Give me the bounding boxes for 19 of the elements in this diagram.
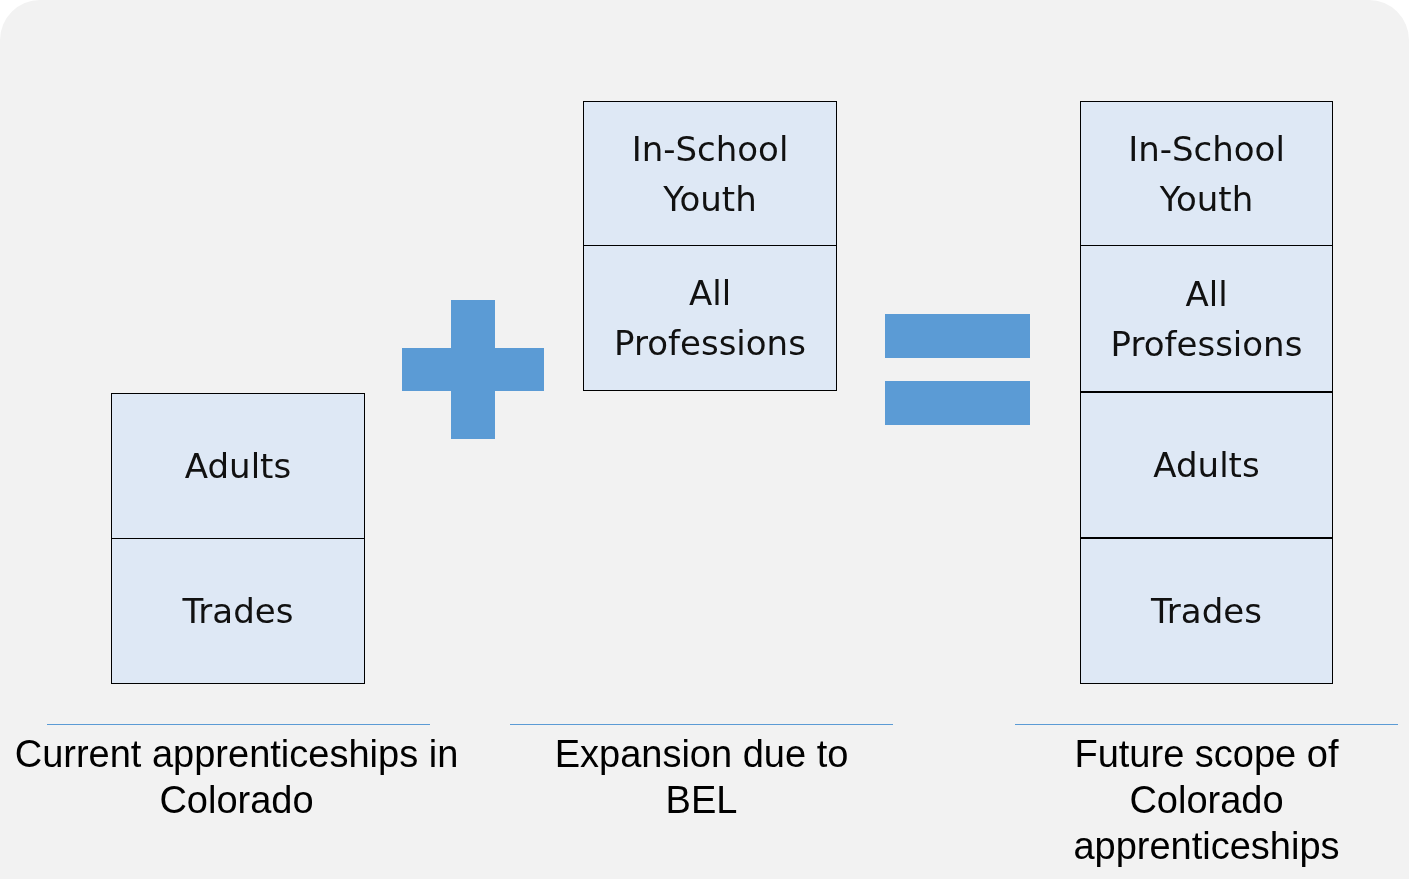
box-label: All Professions	[1109, 272, 1304, 366]
box-label: In-School Youth	[1127, 127, 1286, 221]
box-label: Adults	[1152, 444, 1261, 487]
category-box	[111, 393, 365, 539]
box-label: In-School Youth	[630, 127, 790, 221]
column-caption: Expansion due to BEL	[553, 732, 850, 823]
category-box	[111, 538, 365, 684]
column-caption: Current apprenticeships in Colorado	[13, 732, 460, 823]
box-label: Adults	[183, 445, 293, 488]
category-box	[1080, 538, 1333, 684]
column-caption: Future scope of Colorado apprenticeships	[1072, 732, 1341, 869]
box-label: All Professions	[613, 272, 807, 365]
category-box	[1080, 392, 1333, 538]
category-box	[1080, 101, 1333, 246]
category-box	[583, 245, 837, 391]
box-label: Trades	[1150, 590, 1263, 633]
category-box	[583, 101, 837, 246]
category-box	[1080, 245, 1333, 392]
box-label: Trades	[181, 590, 295, 633]
